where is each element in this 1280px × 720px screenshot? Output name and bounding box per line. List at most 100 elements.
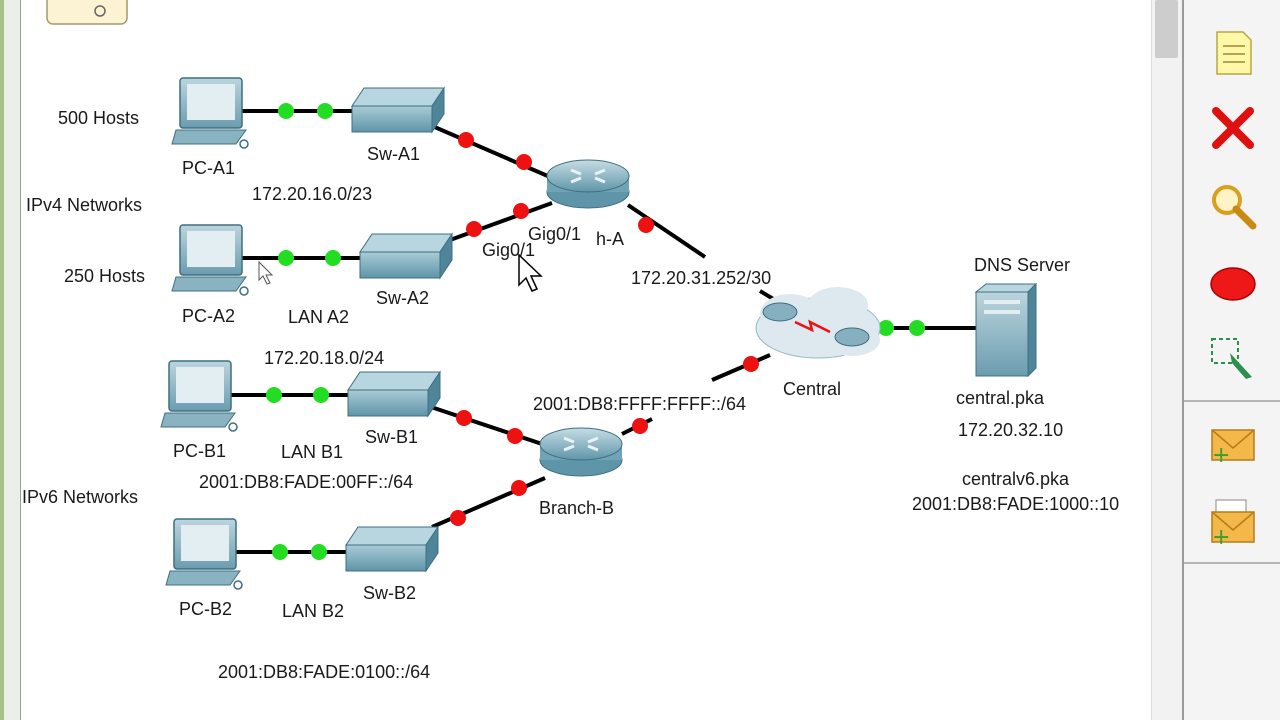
mouse-cursor-icon [518, 253, 543, 292]
network-b2-label: 2001:DB8:FADE:0100::/64 [218, 662, 430, 682]
common-tools-bar: + + [1182, 0, 1280, 720]
central-label[interactable]: Central [783, 379, 841, 399]
network-a2-label: 172.20.18.0/24 [264, 348, 384, 368]
link-up-dot [266, 387, 282, 403]
mouse-cursor-ghost-icon [258, 260, 274, 285]
scrollbar-thumb[interactable] [1155, 0, 1178, 58]
resize-shape-icon [1211, 338, 1252, 379]
sw-a2-label[interactable]: Sw-A2 [376, 288, 429, 308]
draw-shape-tool[interactable] [1184, 254, 1280, 314]
link-down-dot [516, 154, 532, 170]
server-ip-v6: 2001:DB8:FADE:1000::10 [912, 494, 1119, 514]
switch-sw-a1-icon[interactable] [351, 86, 445, 134]
server-ip-v4: 172.20.32.10 [958, 420, 1063, 440]
add-complex-pdu-tool[interactable]: + [1184, 492, 1280, 552]
magnifier-icon [1212, 185, 1257, 230]
pc-a1-label[interactable]: PC-A1 [182, 158, 235, 178]
sw-b1-label[interactable]: Sw-B1 [365, 427, 418, 447]
lan-b1-label: LAN B1 [281, 442, 343, 462]
link-up-dot [278, 103, 294, 119]
link-up-dot [313, 387, 329, 403]
network-b1-label: 2001:DB8:FADE:00FF::/64 [199, 472, 413, 492]
link-swb1-branchb[interactable] [424, 403, 543, 446]
sw-b2-label[interactable]: Sw-B2 [363, 583, 416, 603]
server-file-v6: centralv6.pka [962, 469, 1070, 489]
select-icon [1193, 0, 1273, 8]
link-down-dot [456, 410, 472, 426]
link-swa1-brancha[interactable] [429, 123, 551, 179]
left-edge-bar [0, 0, 4, 720]
select-tool[interactable] [1184, 0, 1280, 12]
pc-b1-label[interactable]: PC-B1 [173, 441, 226, 461]
link-up-dot [325, 250, 341, 266]
dns-server-label[interactable]: DNS Server [974, 255, 1070, 275]
switch-sw-b2-icon[interactable] [345, 525, 439, 573]
link-up-dot [878, 320, 894, 336]
note-icon [1216, 31, 1252, 75]
router-branch-b-icon[interactable] [539, 427, 623, 477]
sw-a1-label[interactable]: Sw-A1 [367, 144, 420, 164]
link-up-dot [272, 544, 288, 560]
link-down-dot [450, 510, 466, 526]
resize-tool[interactable] [1184, 328, 1280, 388]
link-down-dot [632, 418, 648, 434]
pc-a2-label[interactable]: PC-A2 [182, 306, 235, 326]
switch-sw-b1-icon[interactable] [347, 370, 441, 418]
simple-pdu-envelope-icon: + [1211, 429, 1255, 464]
link-up-dot [278, 250, 294, 266]
red-ellipse-icon [1210, 267, 1256, 301]
pc-a1-icon[interactable] [171, 77, 249, 149]
panel-divider [1184, 562, 1280, 564]
link-swb2-branchb[interactable] [431, 476, 546, 529]
link-brancha-central[interactable] [626, 203, 707, 259]
cloud-central-icon[interactable] [755, 287, 881, 359]
add-simple-pdu-tool[interactable]: + [1184, 414, 1280, 474]
delete-tool[interactable] [1184, 98, 1280, 158]
link-down-dot [638, 217, 654, 233]
hosts-count-a2: 250 Hosts [64, 266, 145, 286]
vertical-scrollbar[interactable] [1151, 0, 1182, 720]
router-branch-a-label[interactable]: h-A [596, 229, 624, 249]
left-edge-panel [0, 0, 21, 720]
router-branch-a-icon[interactable] [546, 159, 630, 209]
link-down-dot [743, 356, 759, 372]
link-swa2-brancha[interactable] [449, 201, 553, 242]
link-up-dot [311, 544, 327, 560]
note-tool[interactable] [1184, 22, 1280, 82]
partial-device-icon[interactable] [46, 0, 128, 25]
pc-b2-label[interactable]: PC-B2 [179, 599, 232, 619]
network-wan-a-label: 172.20.31.252/30 [631, 268, 771, 288]
logical-workspace[interactable]: 500 Hosts IPv4 Networks 250 Hosts IPv6 N… [21, 0, 1151, 720]
link-up-dot [317, 103, 333, 119]
dns-server-icon[interactable] [974, 282, 1038, 378]
ipv6-networks-label: IPv6 Networks [22, 487, 138, 507]
switch-sw-a2-icon[interactable] [359, 232, 453, 280]
panel-divider [1184, 400, 1280, 402]
svg-text:+: + [1212, 525, 1230, 546]
network-a1-label: 172.20.16.0/23 [252, 184, 372, 204]
interface-gig-lower-label: Gig0/1 [482, 240, 535, 260]
network-wan-b-label: 2001:DB8:FFFF:FFFF::/64 [533, 394, 746, 414]
pc-b2-icon[interactable] [165, 518, 243, 590]
link-down-dot [507, 428, 523, 444]
pc-b1-icon[interactable] [160, 360, 238, 432]
link-state-dots [266, 103, 925, 560]
inspect-tool[interactable] [1184, 176, 1280, 236]
lan-a2-label: LAN A2 [288, 307, 349, 327]
link-central-lower[interactable] [711, 353, 771, 382]
hosts-count-a1: 500 Hosts [58, 108, 139, 128]
router-branch-b-label[interactable]: Branch-B [539, 498, 614, 518]
ipv4-networks-label: IPv4 Networks [26, 195, 142, 215]
lan-b2-label: LAN B2 [282, 601, 344, 621]
link-down-dot [511, 480, 527, 496]
link-up-dot [909, 320, 925, 336]
delete-icon [1212, 107, 1254, 149]
link-down-dot [513, 203, 529, 219]
svg-text:+: + [1212, 443, 1230, 464]
link-down-dot [458, 132, 474, 148]
link-down-dot [466, 221, 482, 237]
interface-gig-upper-label: Gig0/1 [528, 224, 581, 244]
pc-a2-icon[interactable] [171, 224, 249, 296]
complex-pdu-envelope-icon: + [1211, 499, 1255, 546]
server-file-v4: central.pka [956, 388, 1045, 408]
